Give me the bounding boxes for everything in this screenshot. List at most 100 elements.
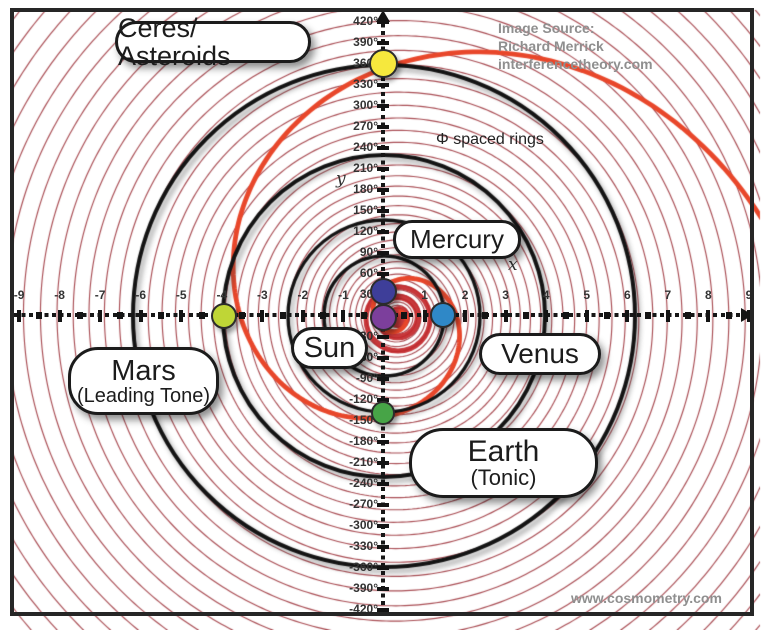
y-axis-tick bbox=[377, 125, 389, 129]
y-axis-tick bbox=[377, 440, 389, 444]
x-tick-label: 9 bbox=[745, 288, 753, 302]
y-axis-tick bbox=[377, 524, 389, 528]
y-tick-label: 150° bbox=[353, 203, 378, 217]
planet-dot-sun bbox=[369, 303, 397, 331]
y-axis-tick bbox=[377, 146, 389, 150]
x-tick-label: 4 bbox=[542, 288, 550, 302]
label-text: Earth bbox=[467, 434, 540, 468]
x-axis-tick bbox=[584, 310, 589, 322]
y-axis-tick bbox=[377, 83, 389, 87]
y-tick-label: 90° bbox=[359, 245, 378, 259]
y-tick-label: 330° bbox=[353, 77, 378, 91]
label-subtext: (Tonic) bbox=[470, 465, 537, 491]
label-subtext: (Leading Tone) bbox=[76, 384, 211, 407]
y-tick-label: 120° bbox=[353, 224, 378, 238]
credit-line: Image Source: bbox=[498, 20, 595, 36]
x-axis-half-tick bbox=[563, 312, 570, 319]
y-tick-label: -390° bbox=[349, 581, 378, 595]
x-axis-half-tick bbox=[36, 312, 43, 319]
y-axis-arrow-icon bbox=[376, 10, 390, 22]
label-sun: Sun bbox=[291, 327, 368, 369]
x-axis-tick bbox=[746, 310, 751, 322]
x-axis-half-tick bbox=[239, 312, 246, 319]
x-tick-label: 6 bbox=[623, 288, 631, 302]
label-text: Sun bbox=[303, 331, 356, 364]
y-axis-tick bbox=[377, 41, 389, 45]
x-tick-label: 1 bbox=[421, 288, 428, 302]
x-axis-tick bbox=[17, 310, 22, 322]
x-axis-tick bbox=[544, 310, 549, 322]
planet-dot-mars bbox=[211, 303, 237, 329]
y-tick-label: -180° bbox=[349, 434, 378, 448]
x-axis-tick bbox=[422, 310, 427, 322]
x-axis-half-tick bbox=[725, 312, 732, 319]
x-tick-label: -3 bbox=[257, 288, 268, 302]
x-tick-label: -5 bbox=[175, 288, 187, 302]
x-axis-tick bbox=[57, 310, 62, 322]
planet-dot-earth bbox=[371, 401, 395, 425]
y-axis-variable-label: y bbox=[336, 169, 346, 189]
x-axis-half-tick bbox=[157, 312, 164, 319]
label-mars-leading-tone: Mars (Leading Tone) bbox=[68, 347, 219, 415]
x-axis-half-tick bbox=[279, 312, 286, 319]
x-axis-half-tick bbox=[685, 312, 692, 319]
y-axis-tick bbox=[377, 209, 389, 213]
x-tick-label: -9 bbox=[13, 288, 25, 302]
y-tick-label: -150° bbox=[349, 413, 378, 427]
y-tick-label: -90° bbox=[355, 371, 378, 385]
x-axis-tick bbox=[625, 310, 630, 322]
x-axis-tick bbox=[706, 310, 711, 322]
x-axis-half-tick bbox=[198, 312, 205, 319]
y-axis-tick bbox=[377, 335, 389, 339]
label-text: Ceres/ Asteroids bbox=[118, 12, 231, 71]
x-axis-tick bbox=[260, 310, 265, 322]
x-axis-half-tick bbox=[644, 312, 651, 319]
x-tick-label: 5 bbox=[583, 288, 591, 302]
x-axis-tick bbox=[98, 310, 103, 322]
x-axis-half-tick bbox=[76, 312, 83, 319]
y-tick-label: 60° bbox=[359, 266, 378, 280]
x-tick-label: 3 bbox=[502, 288, 509, 302]
y-axis-tick bbox=[377, 356, 389, 360]
y-tick-label: -270° bbox=[349, 497, 378, 511]
x-tick-label: -8 bbox=[54, 288, 65, 302]
x-axis-tick bbox=[463, 310, 468, 322]
y-axis-tick bbox=[377, 20, 389, 24]
label-text: Venus bbox=[501, 338, 579, 370]
x-axis-tick bbox=[138, 310, 143, 322]
label-mercury: Mercury bbox=[393, 220, 521, 259]
y-tick-label: -120° bbox=[349, 392, 378, 406]
planet-dot-venus bbox=[430, 302, 456, 328]
x-tick-label: -4 bbox=[216, 288, 228, 302]
y-tick-label: 180° bbox=[353, 182, 378, 196]
y-axis-tick bbox=[377, 398, 389, 402]
x-tick-label: 7 bbox=[664, 288, 672, 302]
y-axis-tick bbox=[377, 272, 389, 276]
website-credit: www.cosmometry.com bbox=[571, 590, 722, 606]
y-axis-tick bbox=[377, 167, 389, 171]
y-axis-tick bbox=[377, 608, 389, 612]
x-tick-label: -7 bbox=[94, 288, 106, 302]
phi-spaced-rings-note: Φ spaced rings bbox=[436, 131, 544, 148]
label-venus: Venus bbox=[479, 333, 601, 375]
credit-line: Richard Merrick bbox=[498, 38, 604, 54]
image-source-credit: Image Source: Richard Merrick interferen… bbox=[498, 19, 748, 73]
y-axis-tick bbox=[377, 587, 389, 591]
y-tick-label: -300° bbox=[349, 518, 378, 532]
planet-dot-ceres bbox=[368, 48, 398, 78]
x-axis-half-tick bbox=[604, 312, 611, 319]
y-tick-label: -330° bbox=[349, 539, 378, 553]
x-axis-half-tick bbox=[482, 312, 489, 319]
y-axis-tick bbox=[377, 503, 389, 507]
x-axis-tick bbox=[665, 310, 670, 322]
y-tick-label: 300° bbox=[353, 98, 378, 112]
y-axis-tick bbox=[377, 188, 389, 192]
y-tick-label: -210° bbox=[349, 455, 378, 469]
x-axis-half-tick bbox=[360, 312, 367, 319]
credit-line: interferencetheory.com bbox=[498, 56, 653, 72]
y-tick-label: 240° bbox=[353, 140, 378, 154]
label-text: Mercury bbox=[410, 223, 504, 254]
x-axis-tick bbox=[503, 310, 508, 322]
x-axis-variable-label: x bbox=[508, 255, 518, 275]
x-axis-half-tick bbox=[522, 312, 529, 319]
